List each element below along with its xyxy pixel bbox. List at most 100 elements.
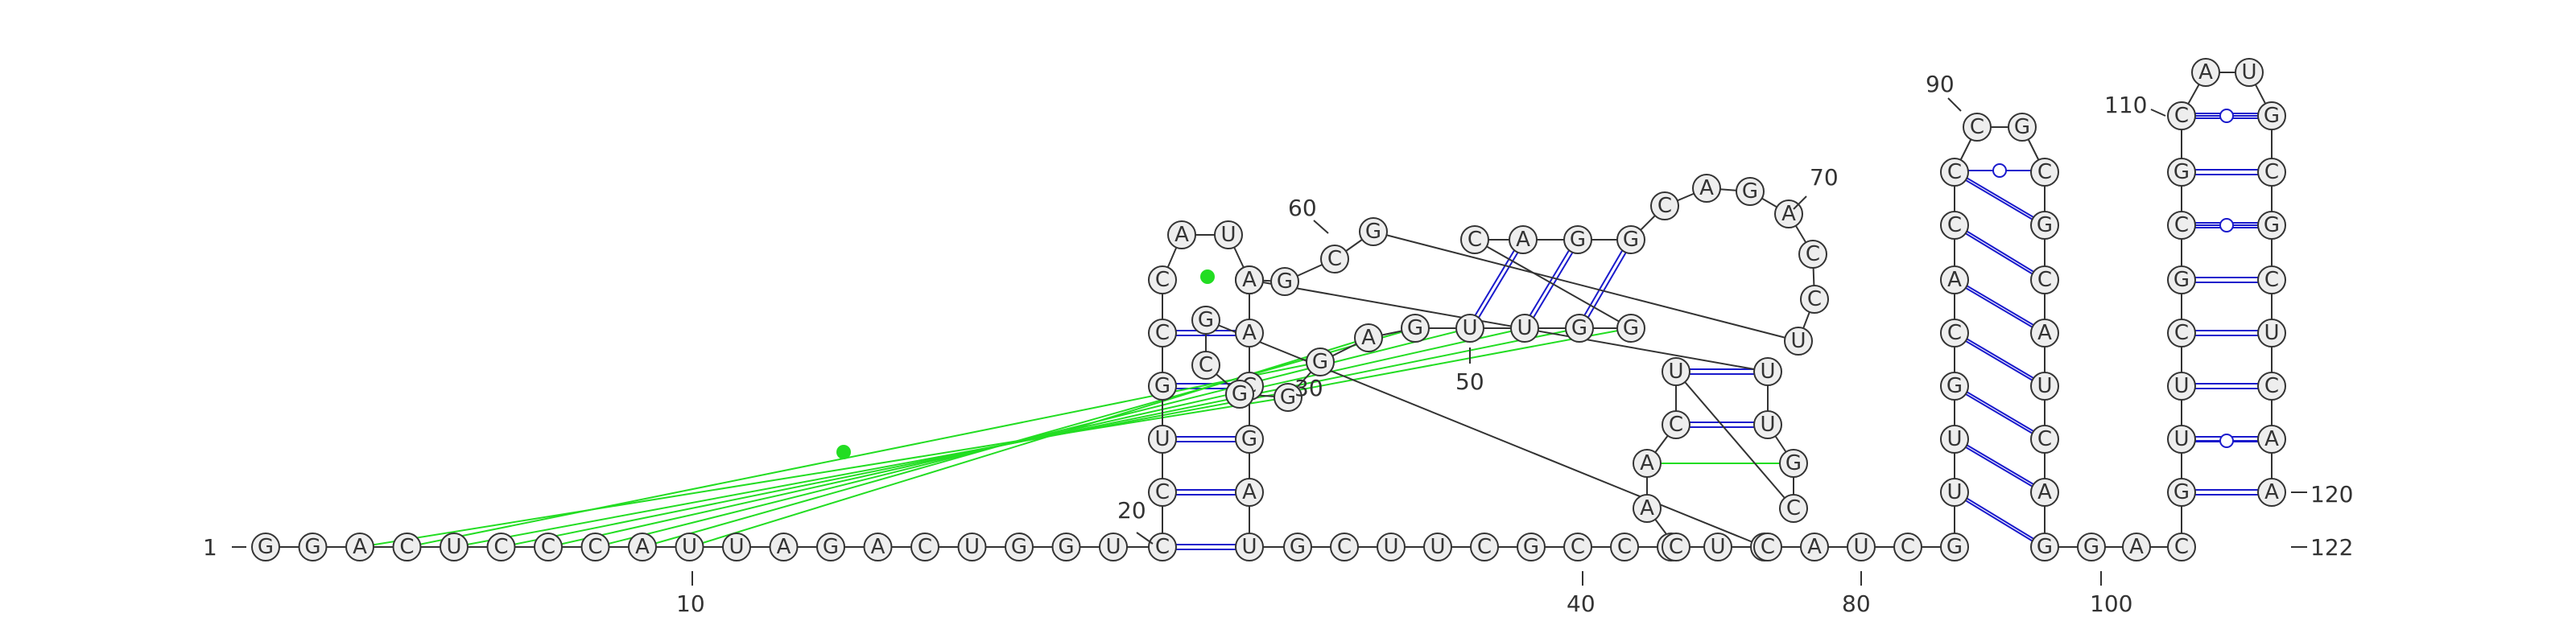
nucleotide-75: U [1662, 357, 1690, 386]
position-label: 80 [1842, 590, 1871, 617]
canonical-pair-line [1951, 332, 2043, 387]
nucleotide-letter: G [1946, 374, 1963, 398]
nucleotide-letter: U [1517, 316, 1532, 340]
nucleotide-letter: G [304, 535, 320, 559]
nucleotide-10: U [675, 533, 704, 561]
nucleotide-letter: C [1155, 268, 1170, 292]
nucleotide-letter: U [1430, 535, 1445, 559]
position-tick [2150, 109, 2166, 117]
pseudoknot-marker [836, 445, 851, 459]
nucleotide-letter: G [2174, 480, 2190, 504]
nucleotide-97: A [2030, 319, 2059, 348]
nucleotide-letter: G [1365, 220, 1381, 244]
nucleotide-letter: G [1290, 535, 1306, 559]
nucleotide-105: G [2167, 478, 2196, 507]
nucleotide-letter: G [1058, 535, 1074, 559]
nucleotide-letter: G [1742, 179, 1758, 204]
backbone-segment [1474, 239, 1632, 329]
nucleotide-letter: G [2264, 104, 2280, 128]
nucleotide-90: C [1940, 211, 1969, 240]
nucleotide-letter: G [1277, 269, 1293, 294]
nucleotide-72: U [1753, 410, 1782, 439]
nucleotide-96: C [2030, 265, 2059, 294]
canonical-pair-line [1581, 239, 1634, 329]
nucleotide-letter: G [1571, 316, 1587, 340]
canonical-pair-line [1956, 224, 2048, 281]
nucleotide-15: C [910, 533, 939, 561]
nucleotide-letter: C [2174, 213, 2189, 237]
nucleotide-letter: C [2037, 160, 2052, 184]
nucleotide-letter: U [446, 535, 461, 559]
nucleotide-26: A [1167, 220, 1196, 249]
canonical-pair-line [1951, 224, 2043, 281]
nucleotide-letter: A [2129, 535, 2144, 559]
nucleotide-110: C [2167, 211, 2196, 240]
nucleotide-letter: G [1241, 427, 1257, 451]
nucleotide-2: G [298, 533, 328, 561]
position-label: 20 [1117, 497, 1146, 524]
nucleotide-70: A [1235, 265, 1264, 294]
nucleotide-letter: A [871, 535, 886, 559]
nucleotide-letter: U [1946, 427, 1962, 451]
nucleotide-49: G [1306, 348, 1335, 376]
nucleotide-letter: C [1155, 321, 1170, 345]
nucleotide-letter: G [1946, 535, 1963, 559]
position-label: 10 [676, 590, 705, 617]
nucleotide-66: U [1784, 327, 1813, 356]
nucleotide-88: C [1940, 319, 1969, 348]
nucleotide-83: C [1893, 533, 1922, 561]
nucleotide-letter: C [2264, 268, 2279, 292]
nucleotide-letter: C [2174, 104, 2189, 128]
nucleotide-69: G [1270, 267, 1299, 296]
nucleotide-76: C [1662, 410, 1690, 439]
nucleotide-letter: C [1947, 213, 1962, 237]
nucleotide-letter: A [635, 535, 650, 559]
nucleotide-3: A [345, 533, 374, 561]
nucleotide-18: G [1051, 533, 1081, 561]
nucleotide-letter: C [1199, 353, 1213, 377]
nucleotide-letter: C [399, 535, 414, 559]
position-label: 122 [2310, 534, 2353, 561]
pseudoknot-pair-line [359, 397, 1289, 548]
canonical-pair-line [1951, 171, 2043, 226]
nucleotide-51: G [1401, 314, 1430, 343]
canonical-pair-line [1956, 385, 2048, 440]
canonical-pair-line [1956, 332, 2048, 387]
nucleotide-letter: C [1337, 535, 1352, 559]
nucleotide-5: U [440, 533, 469, 561]
nucleotide-letter: U [1154, 427, 1170, 451]
nucleotide-33: U [1235, 533, 1264, 561]
nucleotide-letter: C [2174, 321, 2189, 345]
nucleotide-86: U [1940, 425, 1969, 454]
nucleotide-60: C [1650, 191, 1679, 220]
nucleotide-letter: C [1761, 535, 1775, 559]
nucleotide-93: G [2008, 113, 2037, 142]
nucleotide-82: U [1847, 533, 1876, 561]
nucleotide-letter: U [1383, 535, 1398, 559]
nucleotide-41: C [1610, 533, 1639, 561]
nucleotide-letter: C [1807, 287, 1822, 311]
nucleotide-52: U [1455, 314, 1484, 343]
position-tick [1793, 195, 1807, 210]
nucleotide-1: G [251, 533, 280, 561]
nucleotide-letter: U [2174, 374, 2189, 398]
pseudoknot-marker [1200, 269, 1215, 284]
nucleotide-79: C [1662, 533, 1690, 561]
nucleotide-letter: U [964, 535, 980, 559]
nucleotide-letter: C [493, 535, 508, 559]
nucleotide-letter: G [2014, 115, 2030, 139]
position-label: 60 [1288, 195, 1317, 221]
nucleotide-letter: G [1312, 350, 1328, 374]
nucleotide-letter: G [1523, 535, 1539, 559]
nucleotide-letter: A [1361, 326, 1376, 350]
nucleotide-87: G [1940, 372, 1969, 401]
position-label: 50 [1455, 368, 1484, 395]
nucleotide-64: C [1798, 240, 1827, 269]
nucleotide-13: G [816, 533, 845, 561]
nucleotide-9: A [628, 533, 657, 561]
nucleotide-71: U [1753, 357, 1782, 386]
nucleotide-14: A [863, 533, 893, 561]
nucleotide-letter: U [1760, 413, 1775, 437]
